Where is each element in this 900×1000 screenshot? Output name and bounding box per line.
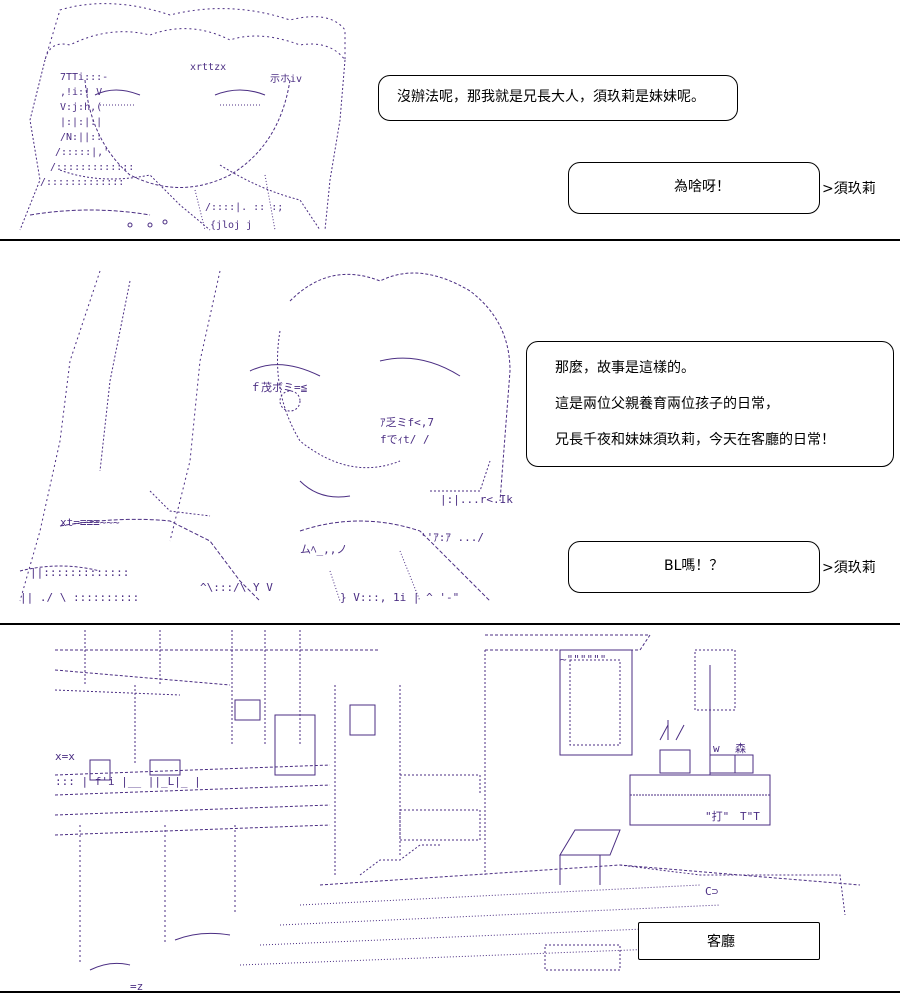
speech-reply-2-text: BL嗎！？	[664, 558, 724, 574]
svg-text:/::::|. :: :;: /::::|. :: :;	[205, 202, 283, 213]
narration-line-1: 那麼，故事是這樣的。	[555, 360, 695, 376]
shelf-label-t: T"T	[740, 810, 760, 823]
reply-speaker-label: >須玖莉	[822, 181, 876, 197]
art-text-a: ｆ茂ボミ=≦	[250, 380, 308, 394]
panel-1-ascii-art: 示ホiv xrttzx 7TTi:::- ,!i:! V V:j:h,( |:|…	[19, 3, 346, 231]
narration-line-2: 這是兩位父親養育兩位孩子的日常，	[555, 396, 779, 412]
speech-main-text: 沒辦法呢，那我就是兄長大人，須玖莉是妹妹呢。	[397, 89, 705, 105]
panel-divider	[0, 239, 900, 241]
shelf-label-forest: 森	[735, 741, 746, 755]
speech-bubble-reply-2: BL嗎！？	[568, 541, 820, 593]
speech-bubble-reply: 為啥呀！	[568, 162, 820, 214]
svg-text:/:::::::::::::: /:::::::::::::	[40, 177, 124, 188]
svg-text:|:|:|:|: |:|:|:|	[60, 117, 102, 128]
speech-bubble-main: 沒辦法呢，那我就是兄長大人，須玖莉是妹妹呢。	[378, 75, 738, 121]
panel-2: ｆ茂ボミ=≦ ｱ乏ミf<,7 fでｨt/ / ムﾍ_,,ノ xt=≡≡≡~~~ …	[0, 241, 900, 623]
panel-divider	[0, 623, 900, 625]
svg-text:,!i:! V: ,!i:! V	[60, 87, 102, 98]
shelf-label-w: w	[713, 742, 720, 755]
art-text-b: ｱ乏ミf<,7	[380, 416, 434, 429]
panel-3-room-art: w 森 "打" T"T C⊃ x=x ::: | f'i |__ ||_L|_ …	[54, 630, 861, 991]
shelf-label-hit: "打"	[705, 809, 729, 823]
svg-text:xt=≡≡≡~~~: xt=≡≡≡~~~	[60, 516, 120, 529]
art-mouth-text: 示ホiv	[270, 73, 302, 85]
svg-text:^\:::/\ Y V: ^\:::/\ Y V	[200, 581, 273, 594]
svg-text:} V:::, 1i | ^ '-": } V:::, 1i | ^ '-"	[340, 591, 459, 604]
dots-label: C⊃	[705, 885, 719, 898]
art-text-d: ムﾍ_,,ノ	[300, 543, 347, 556]
svg-text:/N:||::: /N:||::	[60, 132, 102, 143]
svg-text:|:|...r<.Ik: |:|...r<.Ik	[440, 493, 513, 506]
location-sign-text: 客廳	[707, 934, 735, 950]
narration-bubble: 那麼，故事是這樣的。 這是兩位父親養育兩位孩子的日常， 兄長千夜和妹妹須玖莉，今…	[526, 341, 894, 467]
svg-text:|| ./ \ ::::::::::: || ./ \ ::::::::::	[20, 591, 139, 604]
svg-text:=z: =z	[130, 980, 143, 991]
svg-text:''ｱ:ｱ .../: ''ｱ:ｱ .../	[420, 531, 484, 544]
svg-text:x=x: x=x	[55, 750, 75, 763]
panel-divider	[0, 991, 900, 993]
panel-1: 示ホiv xrttzx 7TTi:::- ,!i:! V V:j:h,( |:|…	[0, 0, 900, 239]
panel-2-ascii-art: ｆ茂ボミ=≦ ｱ乏ミf<,7 fでｨt/ / ムﾍ_,,ノ xt=≡≡≡~~~ …	[19, 270, 513, 604]
art-hair-text: xrttzx	[190, 62, 226, 73]
speech-reply-text: 為啥呀！	[674, 179, 730, 195]
reply-2-speaker-label: >須玖莉	[822, 560, 876, 576]
svg-text:{jloj j: {jloj j	[210, 220, 252, 231]
svg-text:7TTi:::-: 7TTi:::-	[60, 72, 108, 83]
svg-text:/:::::::::::::: /:::::::::::::	[50, 162, 134, 173]
panel-3: w 森 "打" T"T C⊃ x=x ::: | f'i |__ ||_L|_ …	[0, 625, 900, 991]
narration-line-3: 兄長千夜和妹妹須玖莉，今天在客廳的日常！	[555, 432, 835, 448]
svg-text:~"""""": ~""""""	[560, 653, 606, 666]
svg-text:/:::::|,': /:::::|,'	[55, 147, 109, 158]
location-sign: 客廳	[638, 922, 820, 960]
svg-text:V:j:h,(: V:j:h,(	[60, 102, 102, 113]
svg-text:||:::::::::::::: ||:::::::::::::	[30, 566, 129, 579]
art-text-c: fでｨt/ /	[380, 433, 430, 446]
svg-text:::: | f'i |__ ||_L|_ |: ::: | f'i |__ ||_L|_ |	[55, 775, 201, 788]
